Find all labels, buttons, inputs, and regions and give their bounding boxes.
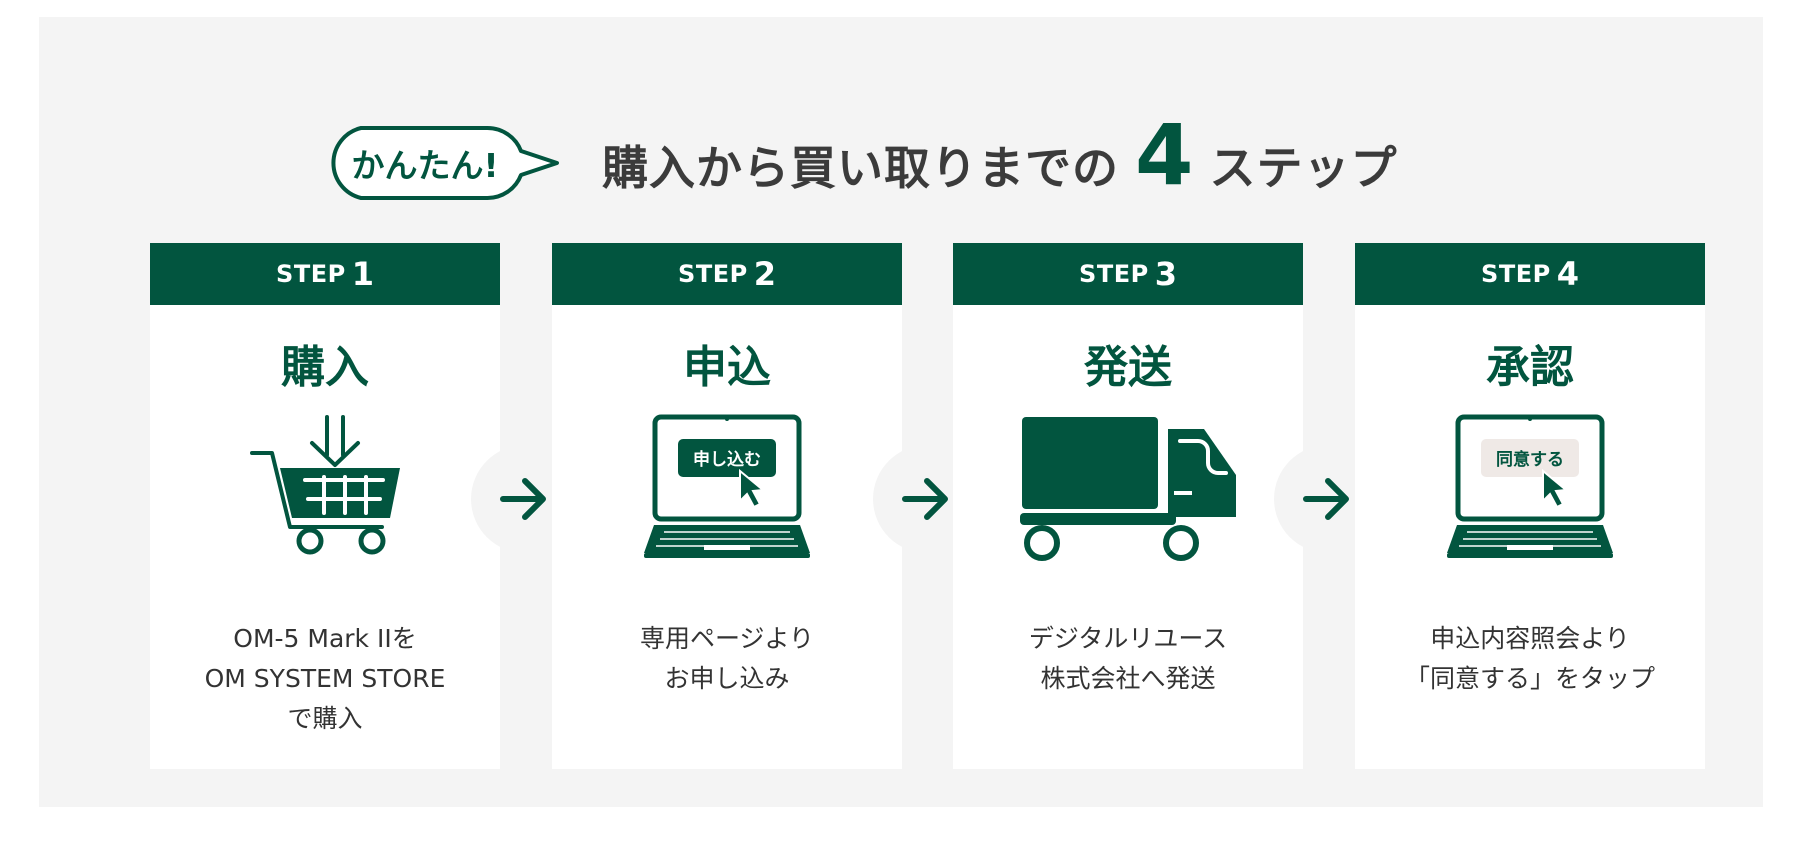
step-title: 承認: [1486, 342, 1574, 393]
step-description: OM-5 Mark IIを OM SYSTEM STORE で購入: [150, 619, 500, 739]
step-header: STEP 1: [150, 243, 500, 305]
step-card-3: STEP 3 発送 デジタルリユース 株式会社へ発送: [953, 243, 1303, 769]
step-number: 1: [351, 255, 374, 293]
step-label: STEP: [1079, 260, 1149, 288]
arrow-right-icon: [500, 478, 546, 520]
step-number: 3: [1154, 255, 1177, 293]
step-label: STEP: [678, 260, 748, 288]
step-card-1: STEP 1 購入 OM-5 Mark IIを: [150, 243, 500, 769]
step-number: 2: [753, 255, 776, 293]
arrow-right-icon: [1303, 478, 1349, 520]
step-label: STEP: [276, 260, 346, 288]
description-line: デジタルリユース: [1028, 624, 1228, 653]
cursor-icon: [739, 468, 766, 509]
description-line: 株式会社へ発送: [1040, 664, 1216, 693]
arrow-right-icon: [902, 478, 948, 520]
step-title: 購入: [281, 342, 369, 393]
delivery-truck-icon: [953, 413, 1303, 563]
title-suffix: ステップ: [1209, 141, 1398, 195]
description-line: OM-5 Mark IIを: [233, 624, 417, 653]
step-number: 4: [1556, 255, 1579, 293]
steps-section: かんたん! 購入から買い取りまでの 4 ステップ STEP 1 購入: [39, 17, 1763, 807]
description-line: 専用ページより: [639, 624, 814, 653]
laptop-apply-icon: 申し込む: [552, 413, 902, 563]
step-description: 専用ページより お申し込み: [552, 619, 902, 699]
easy-badge-label: かんたん!: [351, 146, 499, 185]
description-line: 「同意する」をタップ: [1404, 664, 1655, 693]
step-label: STEP: [1481, 260, 1551, 288]
step-description: デジタルリユース 株式会社へ発送: [953, 619, 1303, 699]
description-line: 申込内容照会より: [1430, 624, 1630, 653]
step-header: STEP 4: [1355, 243, 1705, 305]
description-line: OM SYSTEM STORE: [204, 664, 446, 693]
description-line: お申し込み: [664, 664, 790, 693]
apply-button-label: 申し込む: [693, 449, 761, 470]
section-heading: かんたん! 購入から買い取りまでの 4 ステップ: [39, 105, 1763, 205]
title-prefix: 購入から買い取りまでの: [602, 141, 1119, 195]
step-card-4: STEP 4 承認 同意する 申込内容照会より 「同意する」をタップ: [1355, 243, 1705, 769]
page-title: 購入から買い取りまでの 4 ステップ: [602, 105, 1397, 205]
step-description: 申込内容照会より 「同意する」をタップ: [1355, 619, 1705, 699]
speech-bubble-icon: [331, 125, 559, 201]
step-card-2: STEP 2 申込 申し込む 専用ページより お申し込み: [552, 243, 902, 769]
description-line: で購入: [287, 704, 363, 733]
step-header: STEP 3: [953, 243, 1303, 305]
easy-badge: かんたん!: [321, 125, 561, 201]
laptop-agree-icon: 同意する: [1355, 413, 1705, 563]
step-header: STEP 2: [552, 243, 902, 305]
title-number: 4: [1135, 106, 1194, 204]
step-title: 申込: [683, 342, 771, 393]
shopping-cart-icon: [150, 413, 500, 563]
agree-button-label: 同意する: [1496, 449, 1564, 470]
step-title: 発送: [1084, 342, 1172, 393]
cursor-icon: [1542, 468, 1569, 509]
